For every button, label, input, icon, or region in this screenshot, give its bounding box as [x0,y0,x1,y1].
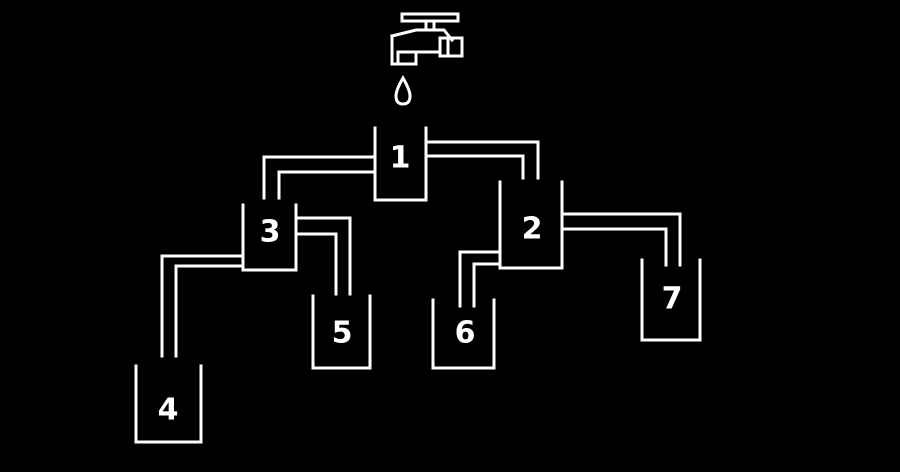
container-3: 3 [241,203,298,272]
container-5: 5 [311,294,372,370]
container-4-label: 4 [158,393,179,428]
container-7: 7 [640,258,702,342]
pipe-2-to-7 [560,212,682,267]
container-6-label: 6 [455,316,476,351]
pipe-3-to-5 [294,216,352,296]
pipe-2-to-6 [458,250,502,308]
container-3-label: 3 [260,215,281,250]
container-6: 6 [431,298,496,370]
container-2-label: 2 [522,212,543,247]
container-4: 4 [134,364,203,444]
container-5-label: 5 [332,316,353,351]
water-faucet-icon [390,12,464,66]
pipe-3-to-4 [160,254,245,358]
container-1: 1 [373,126,428,202]
water-drop-icon [394,75,412,106]
container-2: 2 [498,180,564,270]
pipe-1-to-2 [424,140,540,180]
container-1-label: 1 [390,141,411,176]
container-7-label: 7 [662,282,683,317]
pipe-1-to-3 [262,155,377,200]
